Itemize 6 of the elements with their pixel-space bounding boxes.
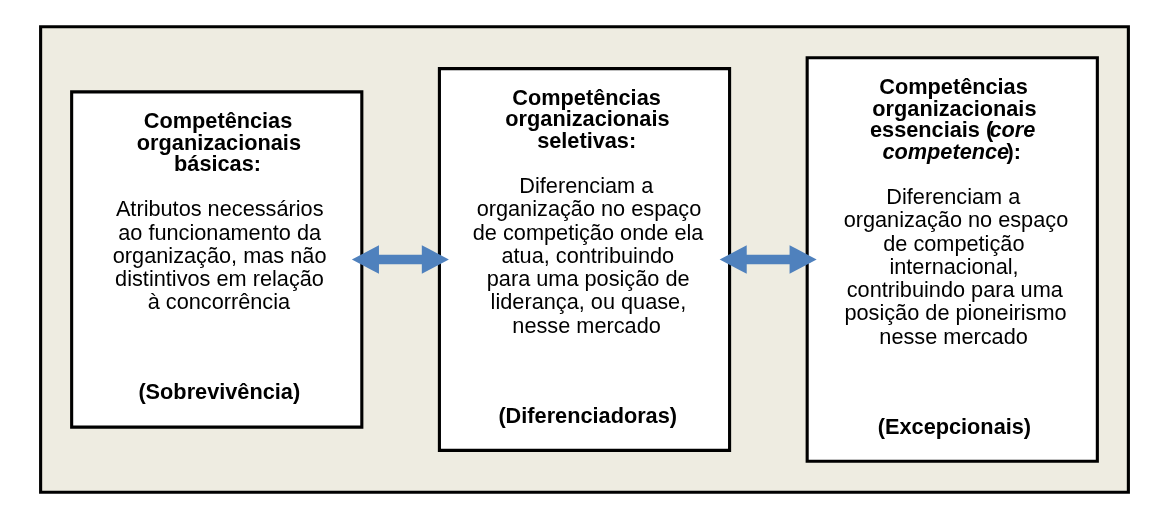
node-box: Competências organizacionais básicas: Atributos necessários ao funcionamento da organização, mas não distintivos em relação à concorrência (Sobrevivência) bbox=[70, 90, 364, 429]
node-box: Competências organizacionais essenciais (core competence): Diferenciam a organização no espaço de competição internacional, contribuindo para uma posição de pioneirismo nesse mercado (Excepcionais) bbox=[805, 56, 1099, 463]
cluster bbox=[39, 25, 1130, 494]
arrow bbox=[351, 245, 449, 274]
arrow bbox=[719, 245, 817, 274]
node-box: Competências organizacionais seletivas: Diferenciam a organização no espaço de competição onde ela atua, contribuindo para uma posição de liderança, ou quase, nesse mercado (Diferenciadoras) bbox=[437, 67, 732, 452]
